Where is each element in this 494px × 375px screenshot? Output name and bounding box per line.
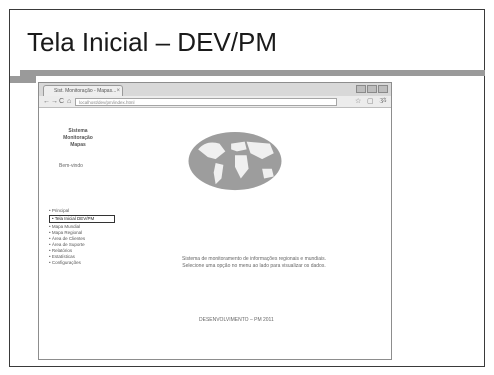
maximize-button[interactable] <box>367 85 377 93</box>
browser-window: Sist. Monitoração - Mapas... × ← → C ⌂ l… <box>38 82 392 360</box>
address-bar[interactable]: localhost/dev/pm/index.html <box>75 98 337 106</box>
world-map-globe <box>188 131 282 191</box>
bookmark-star-icon[interactable]: ☆ <box>355 98 362 105</box>
page-content: Sistema Monitoração Mapas Bem-vindo • Pr… <box>39 108 391 359</box>
page-menu-icon[interactable]: ▢ <box>367 98 374 105</box>
continent-north-america <box>198 142 226 160</box>
continent-australia <box>262 168 274 179</box>
minimize-button[interactable] <box>356 85 366 93</box>
back-icon[interactable]: ← <box>43 98 50 105</box>
reload-icon[interactable]: C <box>59 98 65 105</box>
sidebar-nav-item[interactable]: • Relatórios <box>49 248 73 253</box>
close-window-button[interactable] <box>378 85 388 93</box>
slide-divider-bar <box>20 70 485 76</box>
sidebar-nav-item[interactable]: • Configurações <box>49 260 81 265</box>
window-controls <box>356 85 388 93</box>
continent-asia <box>246 141 274 160</box>
welcome-line-2: Selecione uma opção no menu ao lado para… <box>182 263 326 269</box>
home-icon[interactable]: ⌂ <box>67 98 72 105</box>
sidebar-nav-item[interactable]: • Mapa Regional <box>49 230 83 235</box>
app-logo: Sistema Monitoração Mapas <box>49 128 107 149</box>
browser-tab[interactable]: Sist. Monitoração - Mapas... × <box>43 85 123 96</box>
logo-line-3: Mapas <box>70 142 86 148</box>
tab-close-icon[interactable]: × <box>116 88 120 94</box>
wrench-icon[interactable]: ૐ <box>379 98 387 105</box>
logo-line-1: Sistema <box>68 128 88 134</box>
continent-africa <box>235 155 249 179</box>
sidebar: Sistema Monitoração Mapas Bem-vindo • Pr… <box>49 108 115 359</box>
slide-divider-block <box>10 76 36 83</box>
sidebar-nav-item[interactable]: • Área de Clientes <box>49 236 86 241</box>
sidebar-nav: • Principal • Tela Inicial DEV/PM• Mapa M… <box>49 208 115 266</box>
page-footer: DESENVOLVIMENTO – PM 2011 <box>199 317 274 323</box>
continent-south-america <box>213 162 224 185</box>
sidebar-nav-item[interactable]: • Mapa Mundial <box>49 224 81 229</box>
sidebar-nav-item[interactable]: • Área de Suporte <box>49 242 85 247</box>
welcome-line-1: Sistema de monitoramento de informações … <box>182 256 326 262</box>
welcome-message: Sistema de monitoramento de informações … <box>159 256 349 270</box>
continent-europe <box>231 141 247 152</box>
sidebar-nav-item[interactable]: • Principal <box>49 208 70 213</box>
logo-line-2: Monitoração <box>63 135 93 141</box>
slide-title: Tela Inicial – DEV/PM <box>27 27 277 57</box>
tab-title: Sist. Monitoração - Mapas... <box>54 88 117 94</box>
browser-toolbar: ← → C ⌂ localhost/dev/pm/index.html ☆ ▢ … <box>39 96 391 108</box>
sidebar-nav-item[interactable]: • Estatísticas <box>49 254 75 259</box>
browser-tabstrip: Sist. Monitoração - Mapas... × <box>39 83 391 96</box>
sidebar-nav-item[interactable]: • Tela Inicial DEV/PM <box>49 215 115 223</box>
login-status: Bem-vindo <box>59 163 83 169</box>
forward-icon[interactable]: → <box>51 98 58 105</box>
